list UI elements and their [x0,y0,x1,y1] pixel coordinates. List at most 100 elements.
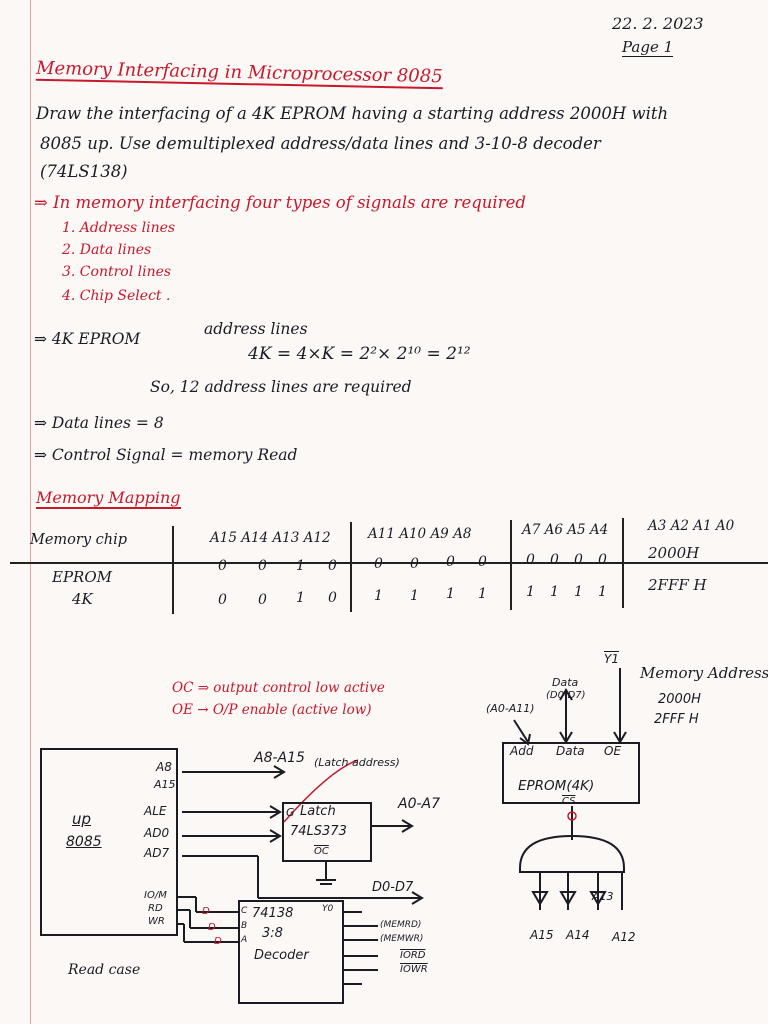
calc-data-lines: ⇒ Data lines = 8 [34,414,164,432]
bit-cell: 0 [218,558,227,574]
bit-cell: 1 [374,588,383,604]
end-address: 2FFF H [648,576,707,594]
decoder-chip-label: 74138 [252,906,294,921]
problem-line-3: (74LS138) [40,162,128,181]
up-model-label: 8085 [66,834,102,850]
table-header-a11-a8: A11 A10 A9 A8 [368,526,472,542]
read-case-label: Read case [68,962,141,978]
note-oc: OC ⇒ output control low active [172,680,385,696]
pin-ad7: AD7 [144,846,170,860]
bit-cell: 0 [446,554,455,570]
latch-oc-pin: OC [314,846,329,857]
gate-input-a13: A13 [592,890,614,903]
signal-item-4: 4. Chip Select . [62,288,171,304]
decoder-out-memwr: (MEMWR) [380,934,424,944]
eprom-address-input: (A0-A11) [486,702,535,715]
problem-line-2: 8085 up. Use demultiplexed address/data … [40,134,601,153]
bit-cell: 0 [574,552,583,568]
bit-cell: 1 [410,588,419,604]
bit-cell: 1 [550,584,559,600]
latch-chip-label: 74LS373 [290,824,347,839]
decoder-pin-marker: D [202,906,210,917]
eprom-add-pin: Add [510,744,534,758]
decoder-input-a: A [241,935,248,945]
eprom-data-input-sub: (D0-D7) [546,690,586,701]
decoder-y1-label: Y1 [604,652,619,666]
calc-eprom: ⇒ 4K EPROM [34,330,141,348]
bit-cell: 1 [478,586,487,602]
table-divider [172,526,174,614]
calc-control-signal: ⇒ Control Signal = memory Read [34,446,298,464]
bit-cell: 0 [550,552,559,568]
table-header-a15-a12: A15 A14 A13 A12 [210,530,331,546]
bit-cell: 0 [328,558,337,574]
pin-a15: A15 [154,778,176,791]
bit-cell: 1 [574,584,583,600]
memory-address-end: 2FFF H [654,712,699,727]
decoder-pin-marker: D [214,936,222,947]
bit-cell: 1 [296,558,305,574]
decoder-pin-marker: D [208,922,216,933]
table-header-rule [10,562,768,564]
bit-cell: 0 [328,590,337,606]
decoder-input-b: B [241,921,248,931]
margin-line [30,0,31,1024]
latch-title: Latch [300,804,336,819]
calc-address-lines: address lines [204,320,308,338]
decoder-out-iowr: IOWR [400,964,428,975]
bus-a8-a15-label: A8-A15 [254,750,305,766]
memory-address-start: 2000H [658,692,701,707]
bit-cell: 1 [526,584,535,600]
decoder-title: Decoder [254,948,309,963]
signal-item-3: 3. Control lines [62,264,172,280]
table-header-chip: Memory chip [30,532,128,548]
problem-line-1: Draw the interfacing of a 4K EPROM havin… [36,104,669,123]
table-header-a7-a4: A7 A6 A5 A4 [522,522,609,538]
gate-input-a12: A12 [612,930,636,944]
bit-cell: 0 [258,558,267,574]
bit-cell: 0 [598,552,607,568]
pin-io-m: IO/M [144,890,167,901]
pin-wr: WR [148,916,165,927]
bit-cell: 0 [410,556,419,572]
eprom-4k-block [502,742,640,804]
eprom-oe-pin: OE [604,744,622,758]
start-address: 2000H [648,544,700,562]
page-date: 22. 2. 2023 [612,14,704,33]
microprocessor-8085-block [40,748,178,936]
memory-address-label: Memory Address [640,664,768,682]
decoder-input-c: C [241,906,248,916]
bit-cell: 1 [296,590,305,606]
calc-required: So, 12 address lines are required [150,378,412,396]
signals-intro: ⇒ In memory interfacing four types of si… [34,193,526,212]
pin-a8: A8 [156,760,172,774]
table-divider [510,520,512,610]
latch-address-note: (Latch address) [314,756,400,769]
latch-74ls373-block [282,802,372,862]
bit-cell: 0 [478,554,487,570]
eprom-cs-pin: CS [562,796,576,807]
data-bus-label: D0-D7 [372,880,414,895]
gate-input-a15: A15 [530,928,554,942]
signal-item-2: 2. Data lines [62,242,152,258]
bit-cell: 0 [526,552,535,568]
chip-name: EPROM [52,568,112,586]
eprom-title: EPROM(4K) [518,778,595,794]
chip-size: 4K [72,590,93,608]
pin-rd: RD [148,903,163,914]
calc-formula: 4K = 4×K = 2²× 2¹⁰ = 2¹² [248,344,471,364]
gate-input-a14: A14 [566,928,590,942]
latch-output-label: A0-A7 [398,796,441,812]
eprom-data-input: Data [552,676,579,689]
pin-ale: ALE [144,804,167,818]
decoder-y0-pin: Y0 [322,904,334,914]
table-header-a3-a0: A3 A2 A1 A0 [648,518,735,534]
decoder-out-iord: IORD [400,950,426,961]
bit-cell: 0 [374,556,383,572]
eprom-data-pin: Data [556,744,585,758]
page-number: Page 1 [622,38,674,57]
mapping-heading: Memory Mapping [36,488,181,509]
bit-cell: 0 [218,592,227,608]
decoder-74138-block [238,900,344,1004]
